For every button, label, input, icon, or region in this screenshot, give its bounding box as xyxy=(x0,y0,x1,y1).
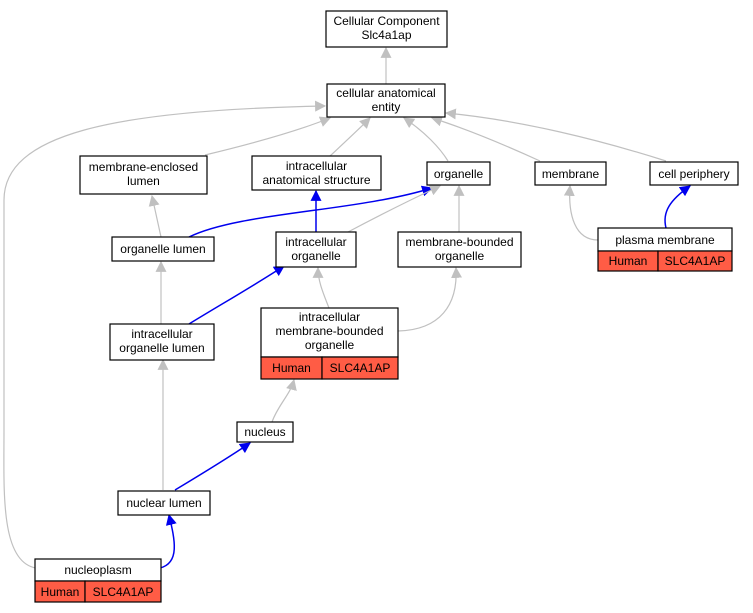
edge-ias-cae xyxy=(329,117,371,157)
edge-nuc-imbo xyxy=(271,378,297,423)
node-nuclear-lumen[interactable]: nuclear lumen xyxy=(117,490,211,516)
node-label-line: membrane xyxy=(542,167,600,181)
node-label-line: organelle xyxy=(434,167,484,181)
edge-imbo-io xyxy=(312,266,330,309)
edge-imbo-mbo xyxy=(397,266,463,332)
node-label-line: anatomical structure xyxy=(262,173,370,187)
annotation-gene-cell xyxy=(657,250,733,272)
node-plasma-membrane[interactable]: plasma membrane Human SLC4A1AP xyxy=(597,227,733,272)
annotation-species: Human xyxy=(609,254,648,268)
edge-mel-cae xyxy=(204,116,332,156)
node-label-line: Cellular Component xyxy=(333,14,440,28)
node-membrane-enclosed-lumen[interactable]: membrane-enclosed lumen xyxy=(79,155,208,195)
node-nucleus[interactable]: nucleus xyxy=(236,421,294,443)
node-intracellular-organelle-lumen[interactable]: intracellular organelle lumen xyxy=(109,323,215,361)
node-label-line: nuclear lumen xyxy=(126,496,201,510)
annotation-gene: SLC4A1AP xyxy=(330,361,391,375)
node-label-line: cellular anatomical xyxy=(336,86,435,100)
annotation-gene-cell xyxy=(321,356,399,380)
node-cellular-component[interactable]: Cellular Component Slc4a1ap xyxy=(325,10,448,48)
node-label-line: entity xyxy=(372,100,401,114)
node-label-line: membrane-bounded xyxy=(405,235,513,249)
node-intracellular-anatomical-structure[interactable]: intracellular anatomical structure xyxy=(251,155,382,191)
node-label-line: intracellular xyxy=(299,310,360,324)
node-label-line: intracellular xyxy=(285,235,346,249)
annotation-species: Human xyxy=(272,361,311,375)
edge-org-cae xyxy=(403,117,449,162)
edge-mem-cae xyxy=(430,115,541,162)
annotation-gene: SLC4A1AP xyxy=(93,585,154,599)
edge-io-org xyxy=(347,185,441,233)
node-label-line: nucleus xyxy=(244,425,285,439)
node-label-line: organelle xyxy=(291,249,341,263)
edge-iol-io[interactable] xyxy=(188,265,285,325)
node-label-line: cell periphery xyxy=(658,167,729,181)
node-label-line: plasma membrane xyxy=(615,233,715,247)
node-membrane[interactable]: membrane xyxy=(534,161,607,186)
node-nucleoplasm[interactable]: nucleoplasm Human SLC4A1AP xyxy=(34,558,162,603)
edge-np-cae xyxy=(3,100,327,569)
edge-cp-cae xyxy=(444,108,667,162)
edges xyxy=(3,46,691,569)
annotation-gene: SLC4A1AP xyxy=(665,254,726,268)
edge-pm-cp[interactable] xyxy=(664,185,691,229)
edge-ol-org[interactable] xyxy=(188,185,434,238)
node-label-line: intracellular xyxy=(286,159,347,173)
node-intracellular-organelle[interactable]: intracellular organelle xyxy=(275,231,357,268)
node-label-line: membrane-enclosed xyxy=(89,160,198,174)
edge-np-nl[interactable] xyxy=(159,513,177,569)
node-label-line: organelle lumen xyxy=(119,341,204,355)
node-label-line: intracellular xyxy=(131,327,192,341)
node-cellular-anatomical-entity[interactable]: cellular anatomical entity xyxy=(326,83,446,118)
node-cell-periphery[interactable]: cell periphery xyxy=(649,161,739,186)
node-organelle-lumen[interactable]: organelle lumen xyxy=(111,236,215,262)
node-label-line: nucleoplasm xyxy=(64,563,131,577)
node-label-line: Slc4a1ap xyxy=(361,28,411,42)
node-label-line: organelle lumen xyxy=(120,242,205,256)
node-intracellular-membrane-bounded-organelle[interactable]: intracellular membrane-bounded organelle… xyxy=(260,307,399,380)
edge-ol-mel xyxy=(148,194,162,238)
node-label-line: membrane-bounded xyxy=(275,324,383,338)
node-label-line: organelle xyxy=(305,338,355,352)
node-label-line: organelle xyxy=(435,249,485,263)
node-organelle[interactable]: organelle xyxy=(426,161,491,186)
annotation-species: Human xyxy=(41,585,80,599)
node-label-line: lumen xyxy=(127,174,160,188)
edge-pm-mem xyxy=(563,184,599,241)
edge-nl-nuc[interactable] xyxy=(174,442,251,491)
node-membrane-bounded-organelle[interactable]: membrane-bounded organelle xyxy=(397,231,522,268)
annotation-gene-cell xyxy=(84,580,162,603)
